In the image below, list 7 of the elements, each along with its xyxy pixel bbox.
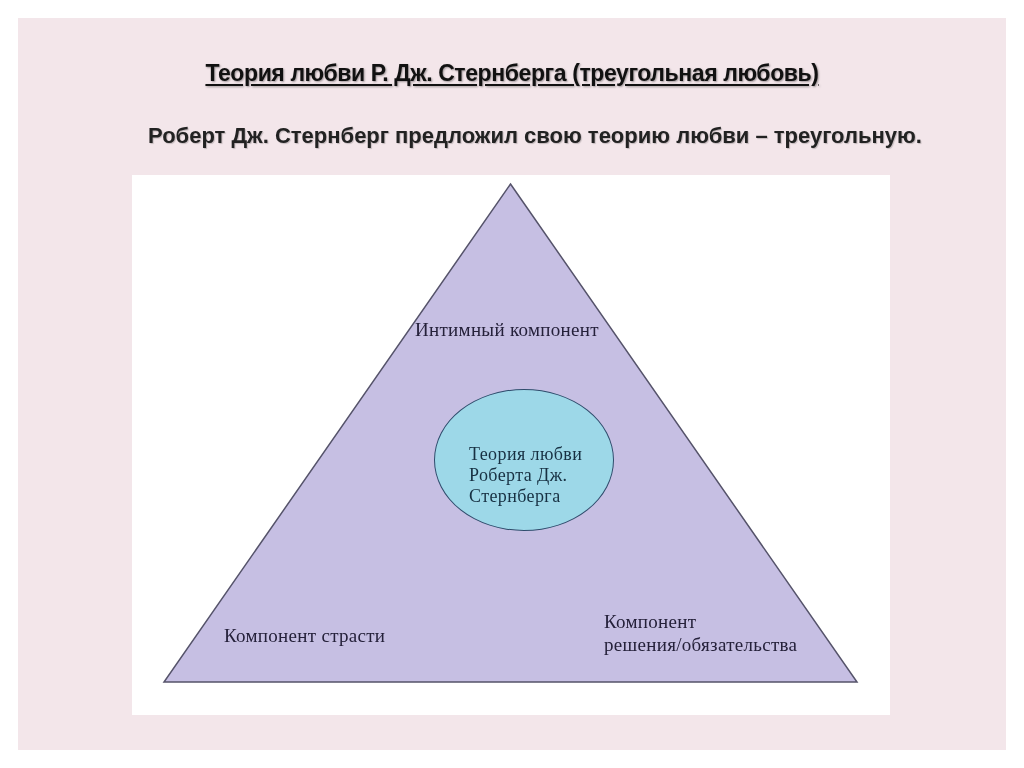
component-label: Интимный компонент — [415, 318, 600, 341]
component-label: Компонент решения/обязательства — [604, 610, 799, 656]
triangle — [163, 183, 858, 683]
subtitle: Роберт Дж. Стернберг предложил свою теорию любви – треугольную. — [148, 123, 922, 149]
component-label: Компонент страсти — [224, 624, 387, 647]
title: Теория любви Р. Дж. Стернберга (треугольная любовь) — [204, 60, 820, 87]
circle-label: Теория любви Роберта Дж. Стернберга — [469, 443, 584, 507]
